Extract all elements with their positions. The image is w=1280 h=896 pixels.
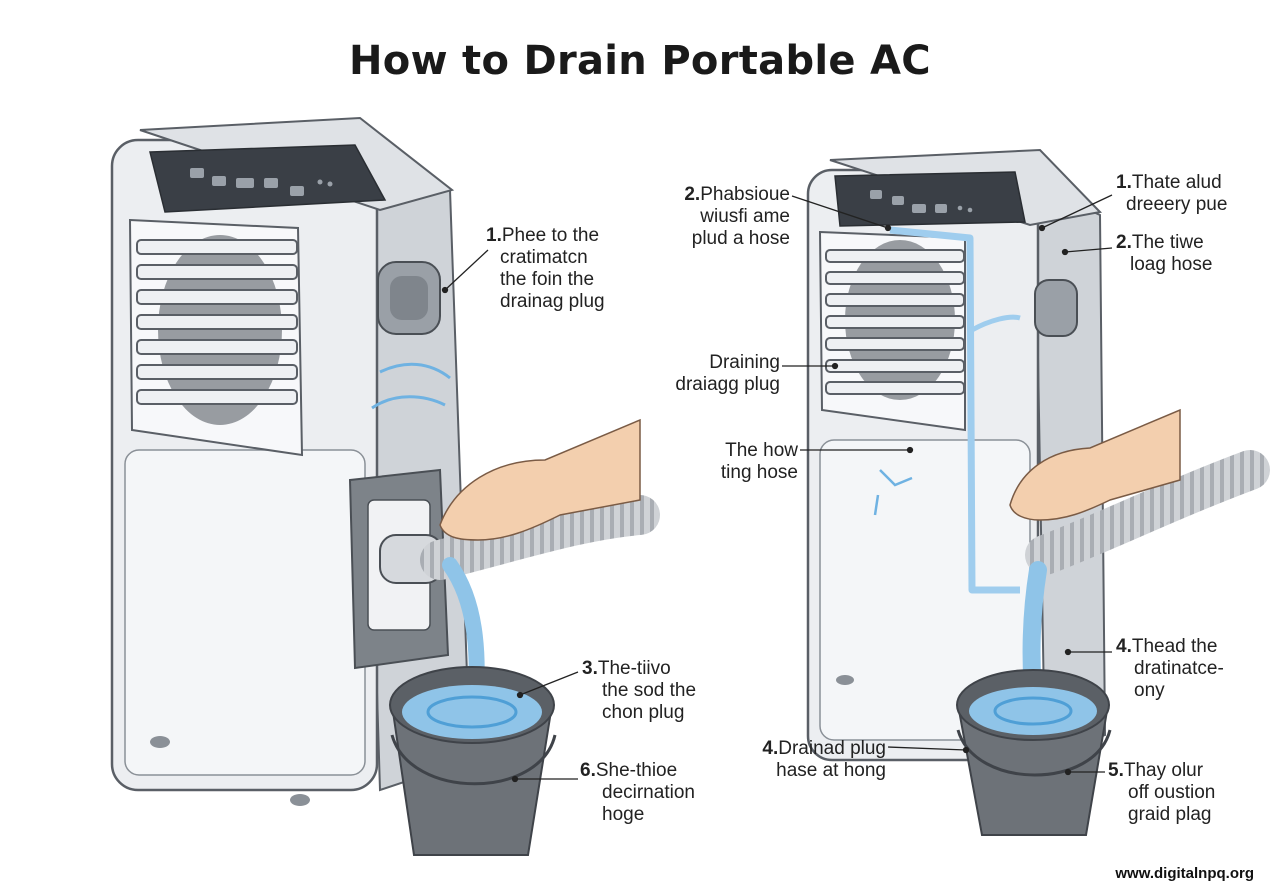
label-right-4a: 4.Drainad plug hase at hong xyxy=(762,738,886,781)
label-right-5: 5.Thay olur off oustion graid plag xyxy=(1108,760,1216,825)
right-bucket xyxy=(956,669,1112,836)
right-hand xyxy=(1009,408,1181,521)
right-ac-unit xyxy=(806,148,1107,762)
label-left-3: 3.The-tiivo the sod the chon plug xyxy=(582,658,697,723)
label-right-draining: Draining draiagg plug xyxy=(675,352,780,395)
label-left-1: 1.Phee to the cratimatcn the foin the dr… xyxy=(486,225,605,312)
left-ac-unit xyxy=(110,116,472,806)
footer-url: www.digitalnpq.org xyxy=(1115,865,1254,882)
left-bucket xyxy=(389,666,557,856)
label-right-2a: 2.Phabsioue wiusfi ame plud a hose xyxy=(684,184,790,249)
page-title: How to Drain Portable AC xyxy=(349,38,931,84)
label-right-1: 1.Thate alud dreeery pue xyxy=(1116,172,1228,215)
leader-lines xyxy=(441,194,1113,783)
left-hand xyxy=(439,418,641,541)
label-right-how: The how ting hose xyxy=(720,440,798,483)
label-left-6: 6.She-thioe decirnation hoge xyxy=(580,760,695,825)
label-right-4b: 4.Thead the dratinatce- ony xyxy=(1116,636,1224,701)
label-right-2b: 2.The tiwe loag hose xyxy=(1116,232,1213,275)
